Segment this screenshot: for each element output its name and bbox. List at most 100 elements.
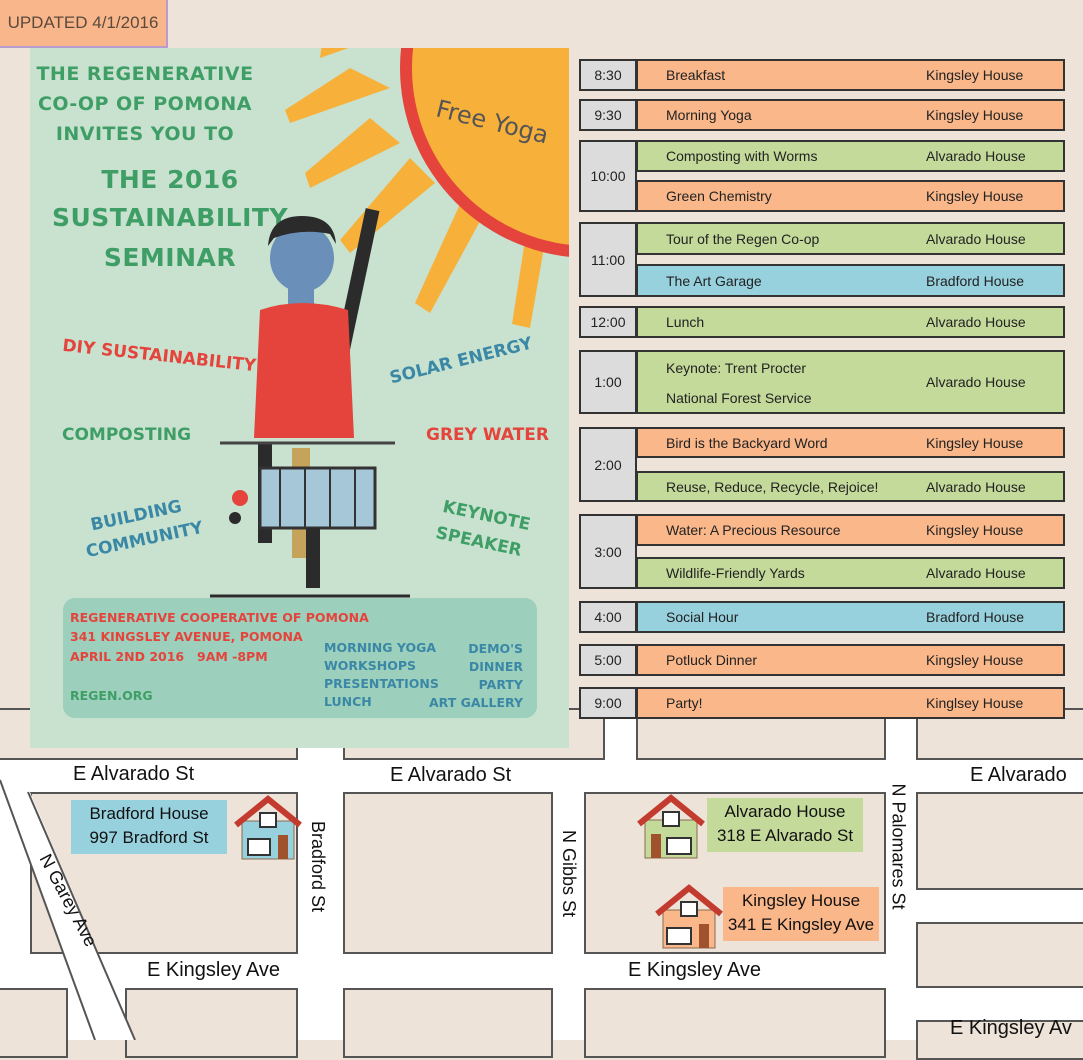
alvarado-house-label: Alvarado House 318 E Alvarado St xyxy=(707,798,863,852)
kingsley-house-label: Kingsley House 341 E Kingsley Ave xyxy=(723,887,879,941)
street-label-gibbs: N Gibbs St xyxy=(559,829,580,918)
info-date: APRIL 2ND 2016 xyxy=(70,649,185,664)
flyer-heading: CO-OP OF POMONA xyxy=(37,93,252,115)
map: E Alvarado St E Alvarado St E Alvarado E… xyxy=(0,708,1083,1060)
time-slot: 1:00 xyxy=(579,350,637,414)
time-slot: 10:00 xyxy=(579,140,637,212)
event-title: Tour of the Regen Co-op xyxy=(666,230,820,247)
house-icon xyxy=(655,884,723,949)
house-address: 997 Bradford St xyxy=(89,828,209,847)
info-activity: DINNER xyxy=(468,659,523,674)
time-slot: 8:30 xyxy=(579,59,637,91)
topic-composting: COMPOSTING xyxy=(62,425,192,445)
seminar-flyer: Free Yoga THE REGENERATIVE CO-OP OF POMO… xyxy=(30,48,569,748)
event-title: Party! xyxy=(666,695,703,711)
house-icon xyxy=(637,794,705,859)
garey-ave-road xyxy=(0,778,136,1040)
map-block xyxy=(916,792,1083,890)
street-label-alvarado: E Alvarado xyxy=(970,764,1067,786)
house-address: 318 E Alvarado St xyxy=(716,826,854,845)
flyer-title: SEMINAR xyxy=(103,243,237,272)
event-title: Bird is the Backyard Word xyxy=(666,434,828,451)
street-label-kingsley: E Kingsley Ave xyxy=(147,959,281,981)
house-name: Kingsley House xyxy=(741,891,861,910)
event-title: Morning Yoga xyxy=(666,107,752,123)
flyer-title: SUSTAINABILITY xyxy=(51,203,289,232)
event-location: Kingsley House xyxy=(926,652,1024,668)
event-location: Bradford House xyxy=(926,609,1025,625)
time-slot: 5:00 xyxy=(579,644,637,676)
schedule-event: Tour of the Regen Co-op Alvarado House xyxy=(636,222,1065,255)
street-label-alvarado: E Alvarado St xyxy=(73,763,195,785)
event-subtitle: National Forest Service xyxy=(666,390,812,406)
house-address: 341 E Kingsley Ave xyxy=(727,915,875,934)
schedule-event: Lunch Alvarado House xyxy=(636,306,1065,338)
time-slot: 2:00 xyxy=(579,427,637,502)
street-label-bradford: Bradford St xyxy=(308,820,329,913)
flyer-heading: THE REGENERATIVE xyxy=(36,63,254,85)
event-title: Wildlife-Friendly Yards xyxy=(666,565,805,581)
schedule-event: The Art Garage Bradford House xyxy=(636,264,1065,297)
time-slot: 9:00 xyxy=(579,687,637,719)
street-label-kingsley: E Kingsley Av xyxy=(950,1017,1072,1039)
schedule-event: Potluck Dinner Kingsley House xyxy=(636,644,1065,676)
info-activity: PARTY xyxy=(478,677,523,692)
event-title: Composting with Worms xyxy=(666,148,818,164)
event-title: Keynote: Trent Procter xyxy=(666,360,807,376)
event-title: The Art Garage xyxy=(666,272,762,289)
event-location: Alvarado House xyxy=(926,314,1026,330)
event-location: Kinglsey House xyxy=(926,695,1024,711)
event-location: Kingsley House xyxy=(926,434,1024,451)
event-location: Bradford House xyxy=(926,272,1025,289)
event-title: Green Chemistry xyxy=(666,188,772,204)
info-address: 341 KINGSLEY AVENUE, POMONA xyxy=(70,629,303,644)
topic-grey-water: GREY WATER xyxy=(426,425,550,445)
event-info-box: REGENERATIVE COOPERATIVE OF POMONA 341 K… xyxy=(63,598,537,718)
event-location: Alvarado House xyxy=(926,148,1026,164)
map-block xyxy=(584,988,886,1058)
info-activity: MORNING YOGA xyxy=(324,640,437,655)
street-label-kingsley: E Kingsley Ave xyxy=(628,959,762,981)
info-org: REGENERATIVE COOPERATIVE OF POMONA xyxy=(70,610,369,625)
event-title: Lunch xyxy=(666,314,705,330)
sun-icon xyxy=(285,48,569,328)
event-location: Alvarado House xyxy=(926,230,1026,247)
event-location: Alvarado House xyxy=(926,565,1026,581)
map-block xyxy=(343,988,553,1058)
street-label-alvarado: E Alvarado St xyxy=(390,764,512,786)
house-icon xyxy=(234,795,302,860)
event-title: Potluck Dinner xyxy=(666,652,758,668)
cyclist-illustration xyxy=(210,208,410,598)
map-block xyxy=(916,922,1083,988)
info-hours: 9AM -8PM xyxy=(197,649,268,664)
time-slot: 9:30 xyxy=(579,99,637,131)
schedule-event: Party! Kinglsey House xyxy=(636,687,1065,719)
time-slot: 4:00 xyxy=(579,601,637,633)
schedule-event: Wildlife-Friendly Yards Alvarado House xyxy=(636,557,1065,589)
map-block xyxy=(343,792,553,954)
schedule-event: Bird is the Backyard Word Kingsley House xyxy=(636,427,1065,458)
house-name: Bradford House xyxy=(89,804,209,823)
event-title: Social Hour xyxy=(666,609,739,625)
schedule-event: Social Hour Bradford House xyxy=(636,601,1065,633)
info-activity: LUNCH xyxy=(324,694,372,709)
bradford-house-label: Bradford House 997 Bradford St xyxy=(71,800,227,854)
street-label-palomares: N Palomares St xyxy=(888,783,909,910)
event-location: Kingsley House xyxy=(926,67,1024,83)
flyer-title: THE 2016 xyxy=(101,165,239,194)
time-slot: 12:00 xyxy=(579,306,637,338)
time-slot: 3:00 xyxy=(579,514,637,589)
event-title: Reuse, Reduce, Recycle, Rejoice! xyxy=(666,478,879,495)
info-activity: DEMO'S xyxy=(468,641,523,656)
info-activity: ART GALLERY xyxy=(428,695,523,710)
event-location: Alvarado House xyxy=(926,374,1026,390)
info-website: REGEN.ORG xyxy=(70,688,153,703)
info-activity: WORKSHOPS xyxy=(324,658,416,673)
time-slot: 11:00 xyxy=(579,222,637,297)
updated-badge: UPDATED 4/1/2016 xyxy=(0,0,168,48)
